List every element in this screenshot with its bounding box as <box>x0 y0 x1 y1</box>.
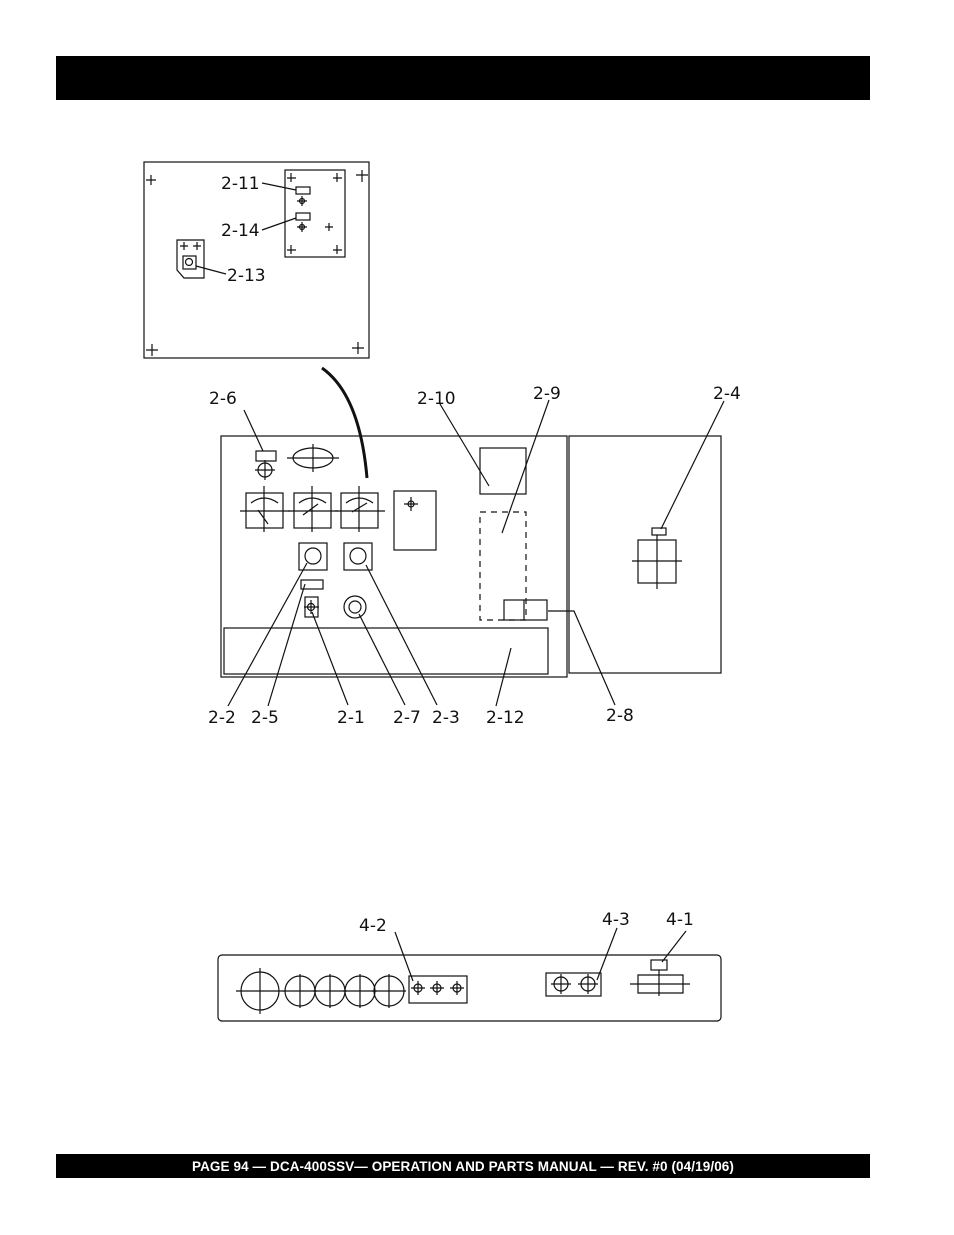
callout-4-1: 4-1 <box>666 910 694 930</box>
callout-2-11: 2-11 <box>221 174 260 194</box>
callout-2-9: 2-9 <box>533 384 561 404</box>
lower-output-panel <box>217 927 722 1022</box>
header-bar <box>56 56 870 100</box>
callout-2-8: 2-8 <box>606 706 634 726</box>
callout-2-4: 2-4 <box>713 384 741 404</box>
callout-4-2: 4-2 <box>359 916 387 936</box>
callout-2-7: 2-7 <box>393 708 421 728</box>
meters <box>240 486 385 532</box>
callout-2-5: 2-5 <box>251 708 279 728</box>
callout-2-6: 2-6 <box>209 389 237 409</box>
callout-2-12: 2-12 <box>486 708 525 728</box>
connector-arc <box>321 366 369 479</box>
footer-text: PAGE 94 — DCA-400SSV— OPERATION AND PART… <box>191 1158 735 1174</box>
callout-4-3: 4-3 <box>602 910 630 930</box>
page-footer: PAGE 94 — DCA-400SSV— OPERATION AND PART… <box>56 1154 870 1178</box>
main-control-panel <box>220 399 725 707</box>
receptacles <box>236 968 406 1014</box>
callout-2-3: 2-3 <box>432 708 460 728</box>
callout-2-1: 2-1 <box>337 708 365 728</box>
inset-panel <box>143 161 370 359</box>
callout-labels: 2-11 2-14 2-13 2-6 2-10 2-9 2-4 2-2 2-5 … <box>208 174 741 936</box>
callout-2-2: 2-2 <box>208 708 236 728</box>
callout-2-13: 2-13 <box>227 266 266 286</box>
callout-2-14: 2-14 <box>221 221 260 241</box>
callout-2-10: 2-10 <box>417 389 456 409</box>
